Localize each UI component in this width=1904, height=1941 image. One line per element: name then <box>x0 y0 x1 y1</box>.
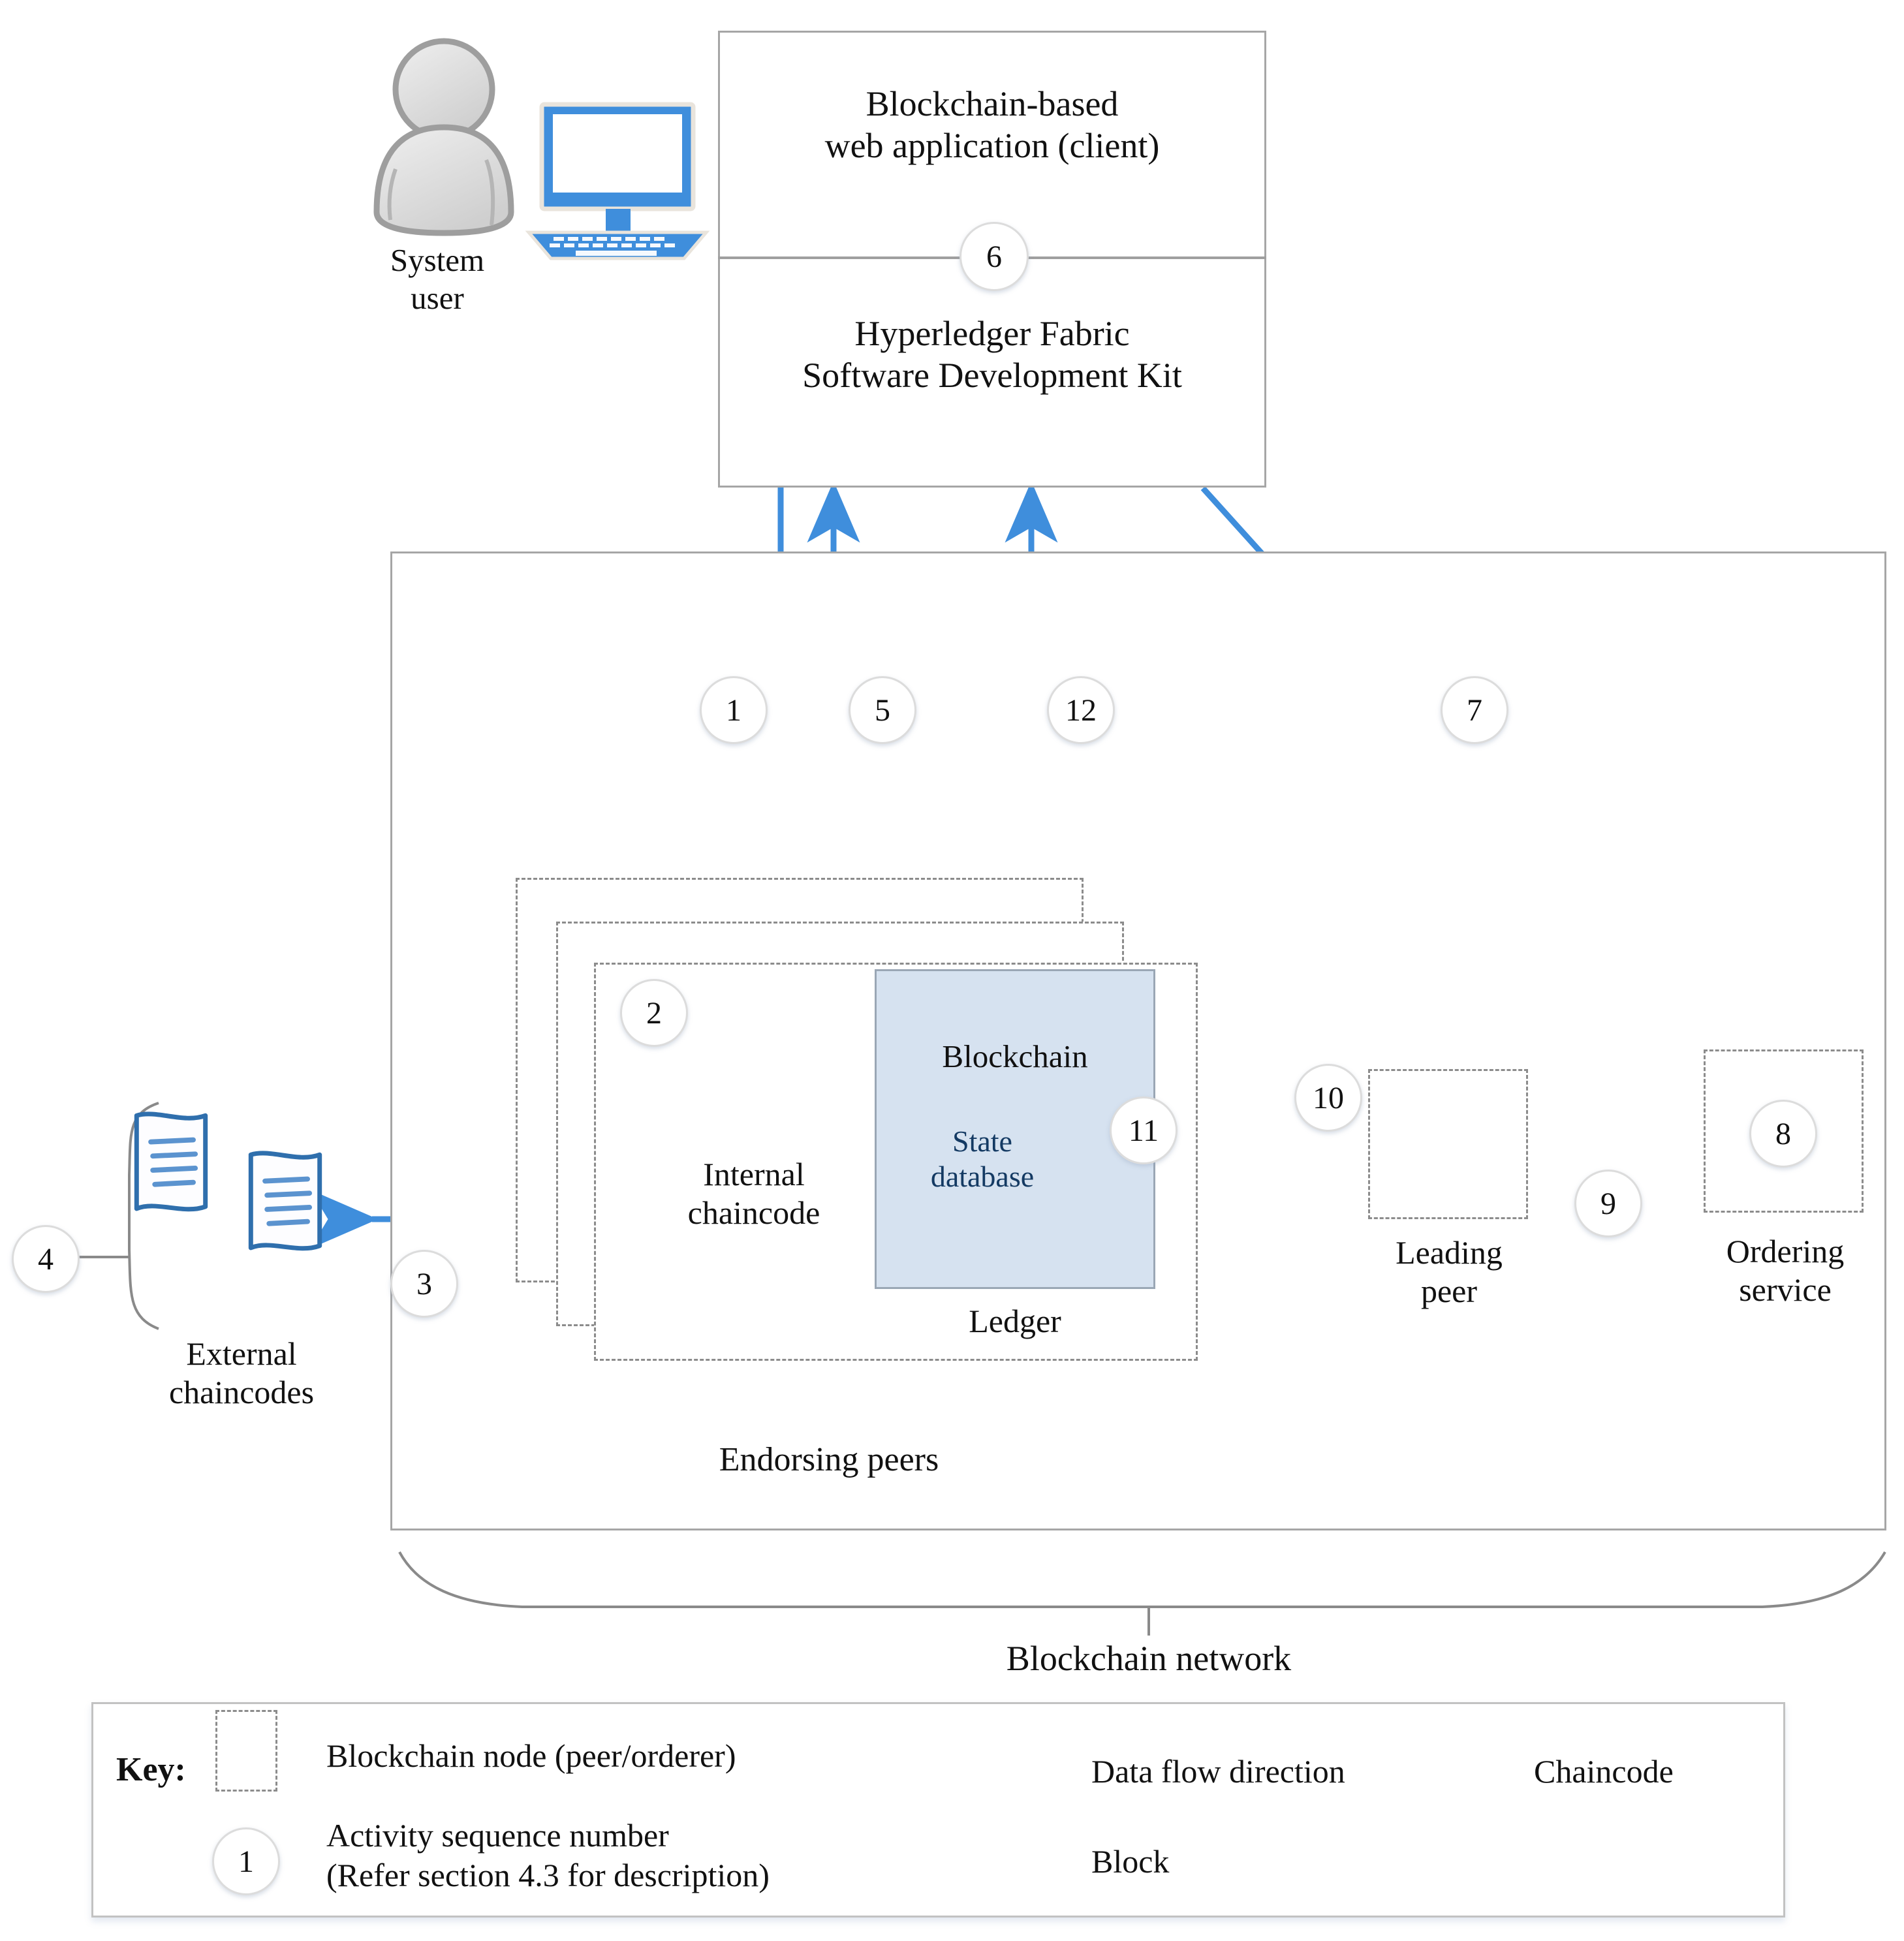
seq-11-badge: 11 <box>1110 1096 1178 1164</box>
legend-dataflow-label: Data flow direction <box>1091 1753 1345 1790</box>
legend-chaincode-label: Chaincode <box>1534 1753 1674 1790</box>
seq-6-badge: 6 <box>960 222 1029 291</box>
blockchain-label: Blockchain <box>942 1038 1088 1074</box>
seq-5-badge: 5 <box>849 676 916 744</box>
leading-peer-label: Leading peer <box>1396 1234 1503 1309</box>
legend-seq-icon: 1 <box>212 1827 280 1895</box>
seq-3-badge: 3 <box>390 1250 458 1318</box>
blockchain-network-label: Blockchain network <box>1006 1639 1292 1678</box>
client-app-label: Blockchain-based web application (client… <box>824 84 1160 165</box>
external-chaincodes-label: External chaincodes <box>168 1335 315 1410</box>
seq-8-badge: 8 <box>1749 1100 1817 1168</box>
seq-10-badge: 10 <box>1294 1064 1362 1132</box>
legend-title: Key: <box>116 1751 186 1788</box>
seq-1-badge: 1 <box>700 676 768 744</box>
ledger-label: Ledger <box>969 1303 1061 1339</box>
leading-peer-node <box>1368 1069 1528 1219</box>
system-user-label: System user <box>390 242 485 316</box>
legend-seq-label: Activity sequence number (Refer section … <box>326 1817 770 1893</box>
internal-chaincode-label: Internal chaincode <box>687 1156 820 1231</box>
sdk-label: Hyperledger Fabric Software Development … <box>802 314 1182 395</box>
seq-4-badge: 4 <box>12 1225 80 1293</box>
seq-7-badge: 7 <box>1441 676 1508 744</box>
legend-node-label: Blockchain node (peer/orderer) <box>326 1737 736 1774</box>
ordering-service-label: Ordering service <box>1726 1233 1845 1308</box>
endorsing-peers-label: Endorsing peers <box>719 1441 939 1478</box>
seq-9-badge: 9 <box>1574 1170 1642 1237</box>
legend-box <box>91 1702 1785 1918</box>
legend-node-icon <box>215 1710 277 1792</box>
external-chaincode-icon-2 <box>251 1153 319 1249</box>
legend-block-label: Block <box>1091 1843 1170 1880</box>
user-avatar-icon <box>373 38 514 236</box>
external-chaincode-icon-1 <box>136 1114 205 1209</box>
blockchain-network-brace <box>398 1551 1886 1608</box>
seq-12-badge: 12 <box>1047 676 1115 744</box>
desktop-computer-icon <box>525 102 710 260</box>
state-database-label: State database <box>930 1125 1035 1194</box>
external-chaincodes-brace <box>128 1102 159 1330</box>
seq-2-badge: 2 <box>620 979 688 1047</box>
